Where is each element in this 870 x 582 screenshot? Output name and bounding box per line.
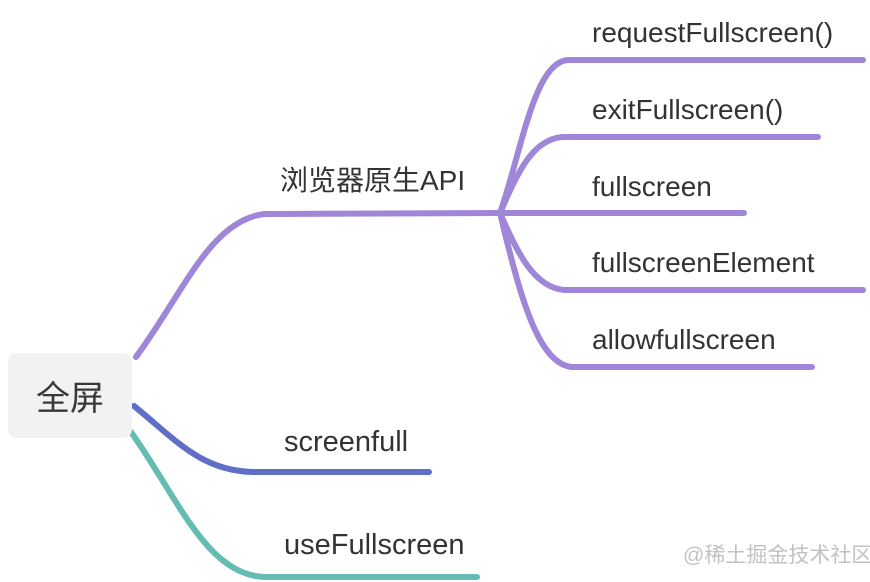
leaf-node-allowfullscreen[interactable]: allowfullscreen — [592, 324, 776, 355]
branch-node-screenfull[interactable]: screenfull — [284, 426, 409, 458]
leaf-node-requestfullscreen[interactable]: requestFullscreen() — [592, 17, 834, 48]
root-node-label: 全屏 — [36, 380, 104, 418]
branch-node-browser-api[interactable]: 浏览器原生API — [280, 165, 466, 196]
watermark-text: @稀土掘金技术社区 — [683, 544, 870, 567]
branch-node-usefullscreen[interactable]: useFullscreen — [284, 529, 465, 561]
leaf-node-fullscreenelement[interactable]: fullscreenElement — [592, 247, 815, 278]
edge-root-to-browser-api — [133, 210, 503, 360]
root-node[interactable]: 全屏 — [8, 353, 132, 438]
leaf-node-exitfullscreen[interactable]: exitFullscreen() — [592, 94, 784, 125]
leaf-node-fullscreen[interactable]: fullscreen — [592, 171, 712, 202]
